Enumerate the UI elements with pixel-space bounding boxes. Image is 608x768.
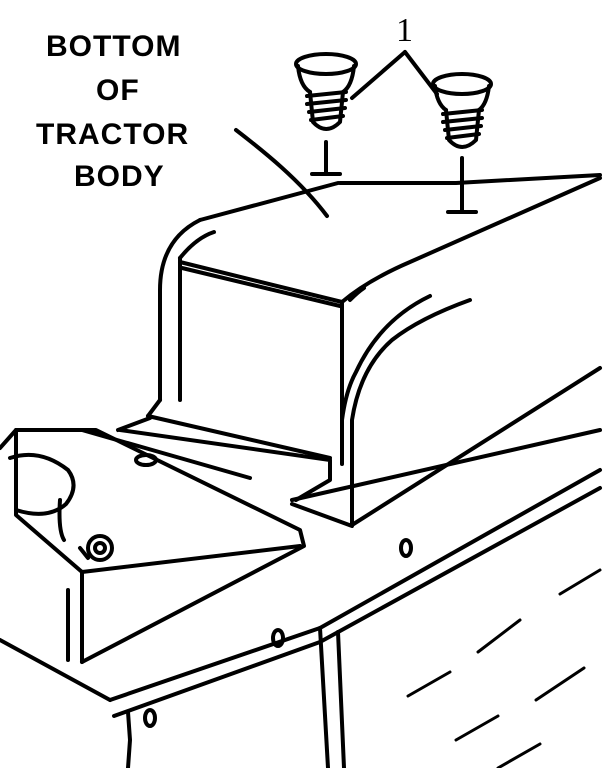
hidden-lines [406,568,602,768]
frame-rails [108,468,602,768]
callout-leaders [350,50,439,100]
tractor-body-top [158,173,602,527]
label-leader-line [234,128,329,218]
label-tractor: TRACTOR [36,118,190,151]
label-body: BODY [74,160,165,193]
label-of: OF [96,74,140,107]
front-block [0,428,306,702]
screw-right [431,72,493,214]
label-bottom: BOTTOM [46,30,182,63]
callout-number: 1 [396,12,413,49]
screw-left [294,52,358,176]
